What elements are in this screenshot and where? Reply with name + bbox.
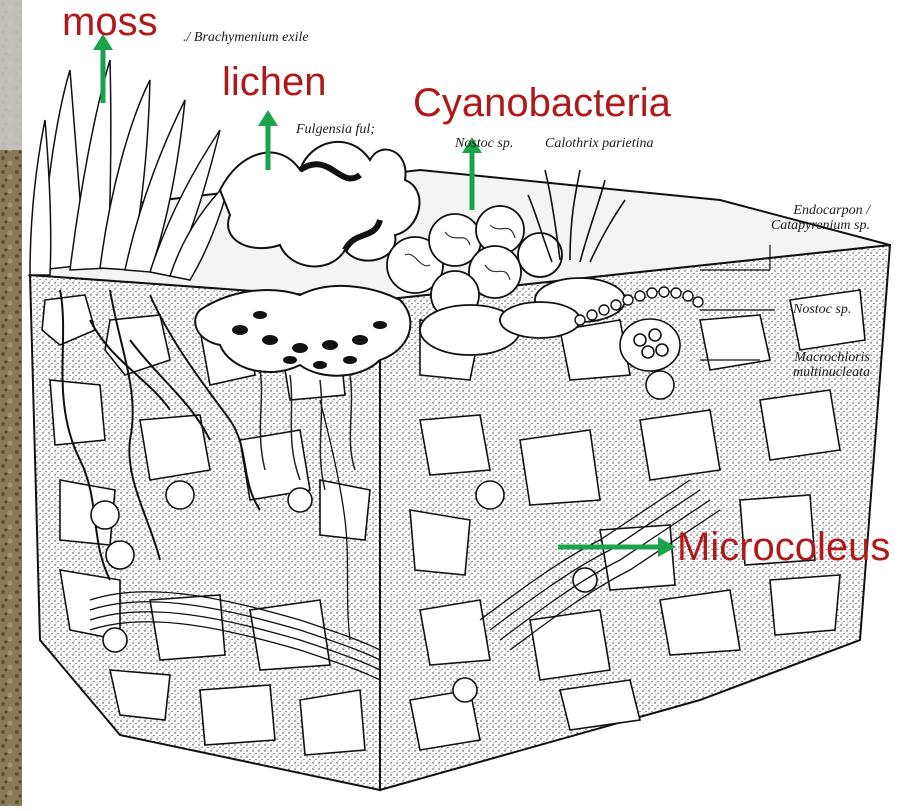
species-macrochloris-line1: Macrochloris	[740, 350, 870, 365]
species-macrochloris-line2: multinucleata	[740, 365, 870, 380]
species-macrochloris: Macrochloris multinucleata	[740, 350, 870, 381]
label-cyanobacteria: Cyanobacteria	[413, 83, 671, 123]
species-endocarpon-line2: Catapyrenium sp.	[730, 218, 870, 233]
species-calothrix: Calothrix parietina	[545, 136, 654, 151]
label-moss: moss	[62, 2, 158, 42]
species-endocarpon: Endocarpon / Catapyrenium sp.	[730, 203, 870, 234]
species-nostoc-right: Nostoc sp.	[793, 302, 851, 317]
label-lichen: lichen	[222, 62, 327, 102]
label-microcoleus: Microcoleus	[677, 527, 890, 567]
species-brachymenium: ./ Brachymenium exile	[183, 30, 309, 45]
species-endocarpon-line1: Endocarpon /	[730, 203, 870, 218]
species-fulgensia: Fulgensia ful;	[296, 122, 375, 137]
moss-tufts	[30, 60, 230, 280]
species-nostoc-top: Nostoc sp.	[455, 136, 513, 151]
